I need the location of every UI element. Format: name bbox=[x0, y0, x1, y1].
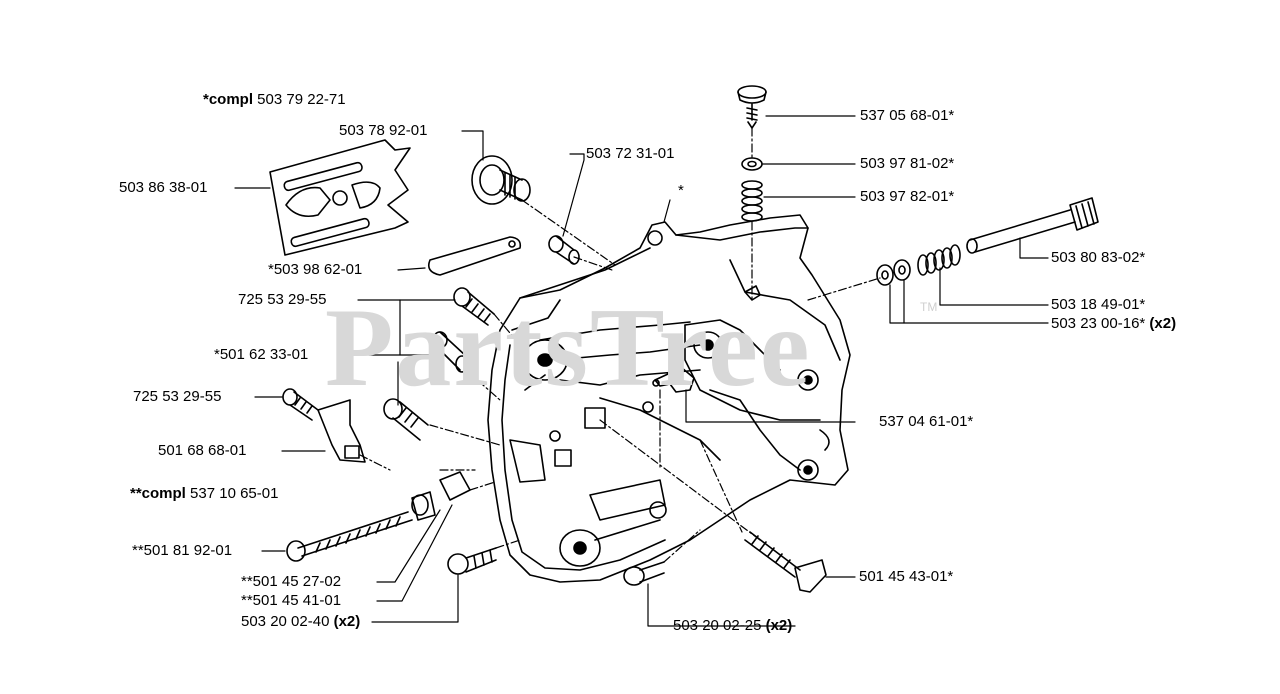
seal-washers bbox=[876, 259, 911, 286]
knob-part bbox=[737, 85, 767, 129]
pump-spring-part bbox=[917, 244, 961, 276]
chain-guide-plate bbox=[269, 139, 411, 256]
label-503-20-02-25: 503 20 02-25 (x2) bbox=[673, 617, 793, 634]
label-503-86-38-01: 503 86 38-01 bbox=[119, 179, 208, 196]
label-725-53-29-55-low: 725 53 29-55 bbox=[133, 388, 222, 405]
screw-725-low bbox=[282, 388, 319, 421]
label-501-45-43-01: 501 45 43-01* bbox=[859, 568, 954, 585]
washer-part bbox=[741, 157, 763, 171]
label-compl-537-10-65-01: **compl 537 10 65-01 bbox=[130, 485, 279, 502]
label-503-20-02-40: 503 20 02-40 (x2) bbox=[241, 613, 361, 630]
label-503-72-31-01: 503 72 31-01 bbox=[586, 145, 675, 162]
screw-bolt bbox=[383, 398, 429, 441]
adjusting-screw bbox=[744, 531, 827, 593]
label-537-04-61-01: 537 04 61-01* bbox=[879, 413, 974, 430]
tensioner-assembly bbox=[286, 471, 471, 562]
oil-fitting bbox=[652, 367, 695, 393]
label-501-45-41-01: **501 45 41-01 bbox=[241, 592, 342, 609]
label-537-05-68-01: 537 05 68-01* bbox=[860, 107, 955, 124]
screw-503-20-02-40 bbox=[447, 547, 497, 575]
label-star: * bbox=[678, 182, 684, 199]
label-503-80-83-02: 503 80 83-02* bbox=[1051, 249, 1146, 266]
label-725-53-29-55-top: 725 53 29-55 bbox=[238, 291, 327, 308]
label-501-45-27-02: **501 45 27-02 bbox=[241, 573, 342, 590]
label-503-18-49-01: 503 18 49-01* bbox=[1051, 296, 1146, 313]
label-503-98-62-01: *503 98 62-01 bbox=[268, 261, 363, 278]
screw-503-20-02-25 bbox=[623, 561, 665, 586]
watermark: PartsTree bbox=[325, 286, 812, 410]
shaft-part bbox=[966, 197, 1099, 254]
label-501-68-68-01: 501 68 68-01 bbox=[158, 442, 247, 459]
label-501-81-92-01: **501 81 92-01 bbox=[132, 542, 233, 559]
screw-725-top bbox=[453, 287, 495, 326]
watermark-tm: TM bbox=[920, 300, 938, 314]
sleeve-part bbox=[432, 331, 469, 373]
label-501-62-33-01: *501 62 33-01 bbox=[214, 346, 309, 363]
label-503-23-00-16: 503 23 00-16* (x2) bbox=[1051, 315, 1177, 332]
label-503-97-81-02: 503 97 81-02* bbox=[860, 155, 955, 172]
bar-nut-part bbox=[471, 155, 531, 205]
clutch-cover-body bbox=[487, 214, 851, 583]
label-503-78-92-01: 503 78 92-01 bbox=[339, 122, 428, 139]
label-503-97-82-01: 503 97 82-01* bbox=[860, 188, 955, 205]
spring-part bbox=[741, 180, 763, 222]
stud-part bbox=[548, 235, 580, 265]
bracket-part bbox=[317, 399, 366, 463]
leader-lines bbox=[234, 115, 1049, 627]
label-compl-503-79-22-71: *compl 503 79 22-71 bbox=[203, 91, 346, 108]
chain-guide-link bbox=[427, 236, 522, 276]
